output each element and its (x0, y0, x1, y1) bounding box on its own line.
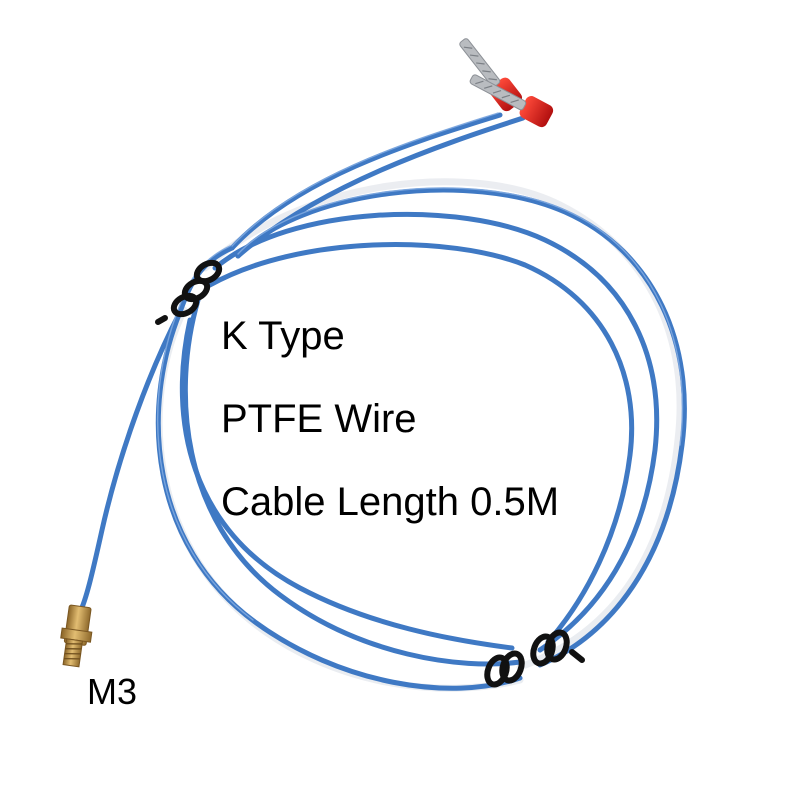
ferrule-terminal-icon (459, 38, 554, 128)
m3-brass-probe-icon (60, 604, 93, 668)
caption-cable-length: Cable Length 0.5M (221, 480, 560, 524)
cable-tie-icon (155, 259, 223, 325)
caption-wire: PTFE Wire (221, 397, 417, 441)
thread-size-label: M3 (87, 671, 138, 712)
caption-type: K Type (221, 314, 345, 358)
